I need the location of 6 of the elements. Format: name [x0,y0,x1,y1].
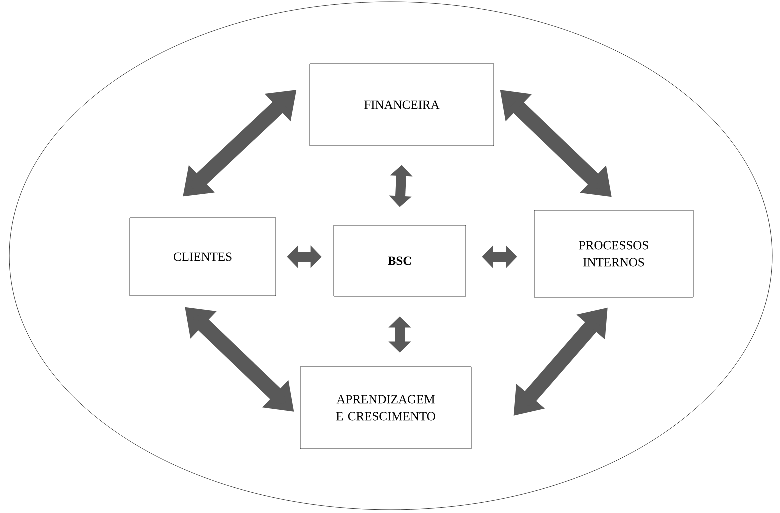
text-box: FINANCEIRA [310,64,494,146]
text-box: BSC [334,225,466,297]
text-box: PROCESSOS INTERNOS [534,210,694,298]
ellipse [9,2,773,510]
text-box: APRENDIZAGEM E CRESCIMENTO [300,366,472,450]
text-box: CLIENTES [130,218,276,296]
